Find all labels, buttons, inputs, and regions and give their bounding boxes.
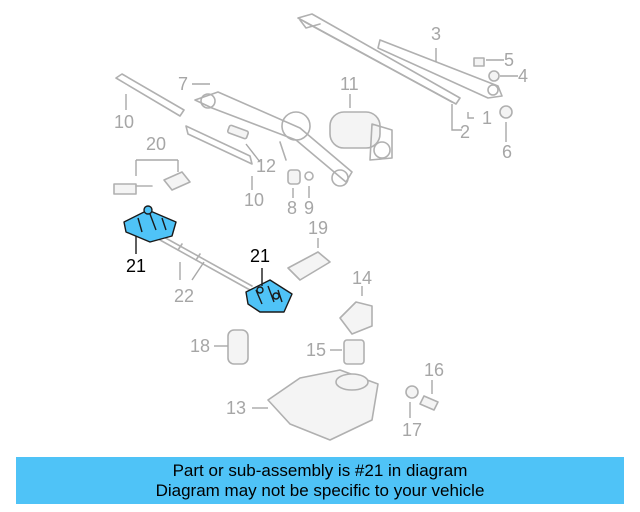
highlight-part-21-right[interactable]	[245, 279, 293, 313]
callout-7: 7	[178, 74, 188, 94]
part-14	[339, 301, 373, 335]
small-nut-parts	[473, 57, 513, 119]
callout-16: 16	[424, 360, 444, 380]
callout-10-upper: 10	[114, 112, 134, 132]
leader-lines-highlight	[135, 236, 263, 286]
wiper-blade-assembly	[297, 13, 503, 105]
callout-6: 6	[502, 142, 512, 162]
callout-5: 5	[504, 50, 514, 70]
highlight-part-21-left[interactable]	[123, 205, 177, 243]
part-12	[226, 124, 250, 140]
callout-13: 13	[226, 398, 246, 418]
washer-hose	[159, 235, 253, 291]
callout-21-right[interactable]: 21	[250, 246, 270, 266]
callout-2: 2	[460, 122, 470, 142]
leader-lines	[125, 48, 518, 418]
callout-21-left[interactable]: 21	[126, 256, 146, 276]
parts-diagram: 3 5 4 1 2 6 7 10 11 12 10 8 9 20 19 22 1…	[113, 13, 528, 441]
banner-line-2: Diagram may not be specific to your vehi…	[155, 480, 485, 500]
banner-line-1: Part or sub-assembly is #21 in diagram	[172, 460, 468, 480]
washer-pump	[227, 329, 249, 365]
callout-11: 11	[340, 74, 359, 94]
washer-reservoir	[267, 369, 379, 441]
callout-8: 8	[287, 198, 297, 218]
part-16-17	[405, 385, 439, 411]
part-20	[113, 171, 191, 195]
callout-14: 14	[352, 268, 372, 288]
wiper-linkage	[185, 91, 353, 187]
wiper-arm-left	[115, 73, 185, 117]
callout-1: 1	[482, 108, 492, 128]
part-15	[343, 339, 365, 365]
callout-15: 15	[306, 340, 326, 360]
callout-18: 18	[190, 336, 210, 356]
callout-3: 3	[431, 24, 441, 44]
wiper-motor	[329, 111, 393, 161]
info-banner: Part or sub-assembly is #21 in diagram D…	[16, 457, 624, 504]
callout-9: 9	[304, 198, 314, 218]
grommet-parts	[287, 169, 314, 185]
callout-10-lower: 10	[244, 190, 264, 210]
callout-4: 4	[518, 66, 528, 86]
callout-19: 19	[308, 218, 328, 238]
part-19	[287, 251, 331, 281]
callout-12: 12	[256, 156, 276, 176]
callout-22: 22	[174, 286, 194, 306]
callout-numbers: 3 5 4 1 2 6 7 10 11 12 10 8 9 20 19 22 1…	[114, 24, 528, 440]
callout-20: 20	[146, 134, 166, 154]
callout-17: 17	[402, 420, 422, 440]
